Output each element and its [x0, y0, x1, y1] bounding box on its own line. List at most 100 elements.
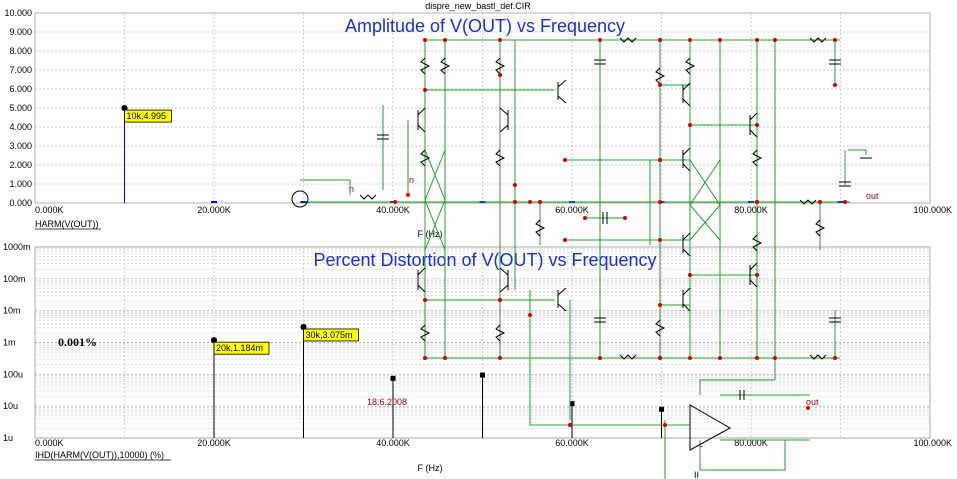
circuit-node [658, 83, 662, 87]
circuit-node [718, 356, 722, 360]
distortion-bar-tip [569, 401, 575, 407]
amplitude-y-tick-label: 6.000 [9, 84, 32, 94]
circuit-node [528, 313, 532, 317]
amplitude-x-axis-label: F (Hz) [418, 229, 443, 239]
circuit-node [688, 356, 692, 360]
circuit-node [658, 356, 662, 360]
circuit-node [755, 200, 759, 204]
circuit-node [755, 123, 759, 127]
marker-label: 20k,1.184m [216, 343, 263, 353]
circuit-node [498, 73, 502, 77]
amplitude-y-tick-label: 4.000 [9, 122, 32, 132]
distortion-x-tick-label: 60.000K [555, 438, 589, 448]
circuit-node [623, 216, 627, 220]
net-label-n: n [409, 175, 414, 185]
circuit-node [498, 298, 502, 302]
marker-box [303, 328, 359, 342]
distortion-bar-tip [659, 406, 664, 412]
amplitude-y-tick-label: 0.000 [9, 198, 32, 208]
circuit-node [443, 38, 447, 42]
net-label-out: out [866, 191, 879, 201]
circuit-node [423, 88, 427, 92]
distortion-chart-title: Percent Distortion of V(OUT) vs Frequenc… [313, 250, 656, 270]
circuit-node [658, 303, 662, 307]
amplitude-x-tick-label: 60.000K [555, 205, 589, 215]
net-label-n: n [349, 184, 354, 194]
distortion-x-tick-label: 0.000K [35, 438, 64, 448]
distortion-bar-tip [390, 375, 396, 381]
marker-label: 30k,3.075m [306, 330, 353, 340]
circuit-node [718, 38, 722, 42]
circuit-node [406, 193, 410, 197]
net-label-ii: II [694, 470, 699, 479]
distortion-y-tick-label: 1m [3, 338, 16, 348]
distortion-y-tick-label: 1u [3, 433, 13, 443]
amplitude-x-tick-label: 40.000K [376, 205, 410, 215]
amplitude-y-tick-label: 2.000 [9, 160, 32, 170]
amplitude-x-tick-label: 20.000K [197, 205, 231, 215]
circuit-node [773, 356, 777, 360]
circuit-node [843, 200, 847, 204]
amplitude-y-tick-label: 1.000 [9, 179, 32, 189]
circuit-node [688, 273, 692, 277]
distortion-y-tick-label: 100m [3, 274, 26, 284]
opamp-minus-label: - [700, 441, 703, 451]
circuit-node [423, 356, 427, 360]
circuit-node [538, 200, 542, 204]
amplitude-y-tick-label: 8.000 [9, 46, 32, 56]
circuit-node [598, 356, 602, 360]
circuit-node [833, 38, 837, 42]
circuit-node [568, 423, 572, 427]
amplitude-y-axis-label: HARM(V(OUT)) [35, 219, 99, 229]
circuit-node [513, 183, 517, 187]
value-markers: 10k,4.995 20k,1.184m 30k,3.075m [121, 105, 359, 355]
circuit-node [658, 238, 662, 242]
marker-label: 10k,4.995 [127, 111, 167, 121]
amplitude-y-tick-label: 9.000 [9, 27, 32, 37]
circuit-node [423, 298, 427, 302]
circuit-node [833, 83, 837, 87]
amplitude-chart-title: Amplitude of V(OUT) vs Frequency [345, 16, 625, 36]
marker-box [124, 109, 172, 123]
circuit-node [755, 273, 759, 277]
amplitude-x-tick-label: 80.000K [734, 205, 768, 215]
distortion-x-tick-label: 80.000K [734, 438, 768, 448]
distortion-grid [34, 246, 931, 439]
distortion-y-tick-label: 10m [3, 306, 21, 316]
distortion-y-tick-label: 1000m [3, 242, 31, 252]
circuit-node [563, 158, 567, 162]
distortion-x-axis-label: F (Hz) [418, 463, 443, 473]
marker-point [211, 337, 217, 344]
distortion-y-tick-label: 100u [3, 369, 23, 379]
amplitude-x-tick-label: 0.000K [35, 205, 64, 215]
circuit-node [663, 423, 667, 427]
circuit-node [443, 356, 447, 360]
circuit-node [688, 38, 692, 42]
marker-point [121, 105, 128, 112]
circuit-node [498, 356, 502, 360]
circuit-schematic [291, 37, 872, 479]
amplitude-grid [34, 12, 931, 204]
circuit-node [498, 38, 502, 42]
distortion-y-axis-label: IHD(HARM(V(OUT)),10000) (%) [35, 450, 164, 460]
file-name: dispre_new_bastl_def.CIR [425, 1, 531, 11]
amplitude-y-tick-label: 3.000 [9, 141, 32, 151]
net-label-out: out [806, 397, 819, 407]
amplitude-y-tick-label: 10.000 [4, 8, 32, 18]
distortion-x-tick-label: 20.000K [197, 438, 231, 448]
circuit-node [833, 356, 837, 360]
circuit-node [423, 38, 427, 42]
circuit-node [658, 158, 662, 162]
circuit-node [393, 200, 397, 204]
amplitude-y-tick-label: 5.000 [9, 103, 32, 113]
distortion-x-tick-label: 100.000K [913, 438, 952, 448]
distortion-y-tick-label: 10u [3, 401, 18, 411]
distortion-tick-labels: 1u 10u 100u 1m 10m 100m 1000m 0.000K 20.000K 40.0… [3, 242, 952, 448]
amplitude-tick-labels: 0.0001.0002.0003.0004.0005.0006.0007.000… [4, 8, 952, 215]
circuit-nodes [393, 38, 847, 427]
distortion-x-tick-label: 40.000K [376, 438, 410, 448]
circuit-node [688, 123, 692, 127]
date-annotation: 18.6.2008 [367, 397, 407, 407]
circuit-node [598, 38, 602, 42]
